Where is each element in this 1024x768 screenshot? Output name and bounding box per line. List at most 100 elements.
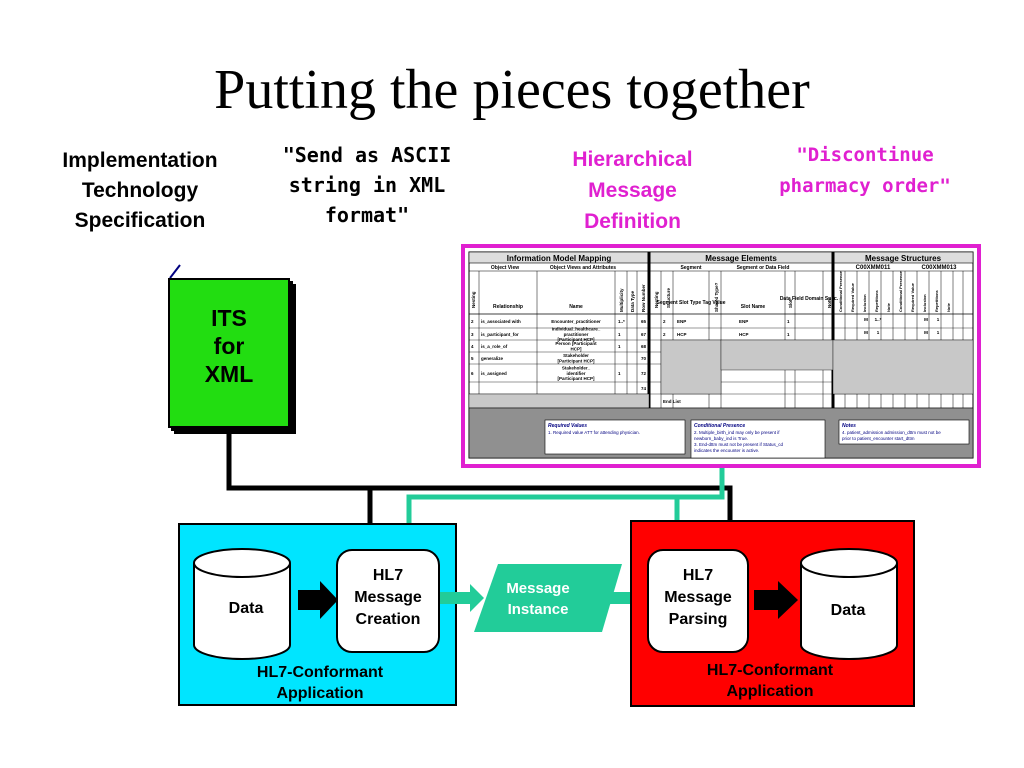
- column-header: Data Type: [630, 290, 635, 312]
- table-cell: identifier: [566, 371, 585, 376]
- left-app-caption: HL7-Conformant Application: [230, 662, 410, 704]
- message-line: Instance: [507, 601, 569, 618]
- its-box-text: ITS for XML: [168, 304, 290, 388]
- column-header: Multiplicity: [619, 288, 624, 312]
- its-box-line: for: [213, 333, 245, 359]
- table-cell: 2: [663, 332, 666, 337]
- left-arrow-icon: [298, 581, 338, 619]
- table-cell: 1: [618, 344, 621, 349]
- table-cell: Individual_healthcare_: [552, 327, 601, 332]
- table-cell: 1: [618, 371, 621, 376]
- table-cell: [Participant HCP]: [557, 337, 595, 342]
- svg-text:Repetitions: Repetitions: [874, 289, 879, 312]
- sub-header: Segment: [680, 265, 701, 271]
- table-cell: is_assigned: [481, 371, 507, 376]
- table-cell: is_participant_for: [481, 332, 519, 337]
- message-creation-box: HL7 Message Creation: [336, 549, 440, 653]
- grey-cell: [832, 339, 974, 395]
- table-cell: 2: [663, 319, 666, 324]
- table-cell: is_associated with: [481, 319, 521, 324]
- table-cell: 1..*: [618, 319, 625, 324]
- left-data-cylinder: [193, 548, 291, 660]
- table-cell: 67: [641, 332, 647, 337]
- ascii-line: format": [324, 203, 410, 227]
- column-header: Nesting: [654, 291, 659, 308]
- table-cell: 68: [641, 344, 647, 349]
- table-cell: 74: [641, 386, 647, 391]
- column-header: Row Number: [641, 284, 646, 312]
- note-title: Notes: [842, 423, 856, 429]
- creation-line: HL7: [372, 567, 404, 584]
- table-cell: Stakeholder_: [562, 366, 591, 371]
- ascii-quote-label: "Send as ASCII string in XML format": [262, 140, 472, 230]
- column-header: Name: [569, 304, 583, 310]
- discontinue-quote-label: "Discontinue pharmacy order": [760, 140, 970, 202]
- right-app-caption: HL7-Conformant Application: [680, 660, 860, 702]
- svg-text:Conditional Presence: Conditional Presence: [898, 270, 903, 312]
- its-document-box: [168, 278, 290, 428]
- right-data-cylinder: [800, 548, 898, 660]
- table-cell: 2: [471, 319, 474, 324]
- table-cell: 6: [471, 371, 474, 376]
- table-cell: 72: [641, 371, 647, 376]
- sub-header: Object Views and Attributes: [550, 265, 616, 271]
- section-title: Information Model Mapping: [507, 254, 612, 263]
- grey-cell: [720, 339, 834, 371]
- left-data-label: Data: [228, 600, 264, 617]
- message-parallelogram: [474, 564, 622, 632]
- table-cell: generalize: [481, 356, 504, 361]
- table-cell: 1: [618, 332, 621, 337]
- message-instance-label: Message Instance: [478, 578, 598, 620]
- table-cell: 4: [471, 344, 474, 349]
- column-header: Nesting: [471, 291, 476, 308]
- note-text: 3. End-dttm must not be present if Statu…: [694, 442, 784, 447]
- caption-line: HL7-Conformant: [256, 664, 384, 681]
- note-title: Required Values: [548, 423, 587, 429]
- table-cell: practitioner: [564, 332, 589, 337]
- its-to-parsing-line: [229, 485, 733, 532]
- hierarchical-line: Message: [588, 179, 677, 202]
- hierarchical-line: Definition: [584, 210, 681, 233]
- grey-cell: [468, 393, 650, 409]
- note-text: newborn_baby_ind is True.: [694, 436, 748, 441]
- column-header: Slot: [788, 299, 793, 308]
- section-title: Message Structures: [865, 254, 942, 263]
- svg-text:Inclusion: Inclusion: [862, 294, 867, 312]
- note-text: indicates the encounter is active.: [694, 448, 759, 453]
- mapping-table-figure: Information Model Mapping Message Elemen…: [468, 251, 974, 459]
- structure-column-headers: Conditional Presence Required Value Incl…: [838, 270, 951, 312]
- svg-text:Note: Note: [946, 302, 951, 312]
- structure-mark: 1: [937, 317, 940, 322]
- column-header: Slot Name: [741, 304, 766, 310]
- creation-line: Creation: [355, 611, 421, 628]
- note-text: 1. Required value ATT for attending phys…: [548, 430, 640, 435]
- column-header: Segment Slot Type Tag Value: [657, 300, 726, 306]
- note-title: Conditional Presence: [694, 423, 745, 429]
- message-parsing-box: HL7 Message Parsing: [647, 549, 749, 653]
- parsing-line: Message: [664, 589, 732, 606]
- structure-mark: M: [864, 317, 868, 322]
- notes-box: [838, 419, 970, 445]
- its-spec-line: Implementation: [62, 149, 218, 172]
- table-cell: 1: [787, 319, 790, 324]
- its-spec-line: Specification: [74, 209, 206, 232]
- discontinue-line: "Discontinue: [796, 144, 934, 166]
- ascii-line: string in XML: [288, 173, 446, 197]
- note-text: prior to patient_encounter start_dttm: [842, 436, 915, 441]
- parsing-line: HL7: [682, 567, 714, 584]
- its-spec-label: Implementation Technology Specification: [35, 146, 245, 236]
- hierarchical-line: Hierarchical: [572, 148, 693, 171]
- structure-mark: 1..*: [875, 317, 882, 322]
- def-to-creation-line: [406, 468, 725, 532]
- structure-mark: M: [924, 330, 928, 335]
- table-cell: 65: [641, 319, 647, 324]
- structure-mark: M: [924, 317, 928, 322]
- svg-text:Required Value: Required Value: [910, 282, 915, 312]
- sub-header: Object View: [491, 265, 519, 271]
- table-cell: Person [Participant: [555, 341, 597, 346]
- svg-text:Note: Note: [886, 302, 891, 312]
- table-cell: 70: [641, 356, 647, 361]
- svg-text:Required Value: Required Value: [850, 282, 855, 312]
- note-text: 4. patient_admission admission_dttm must…: [842, 430, 941, 435]
